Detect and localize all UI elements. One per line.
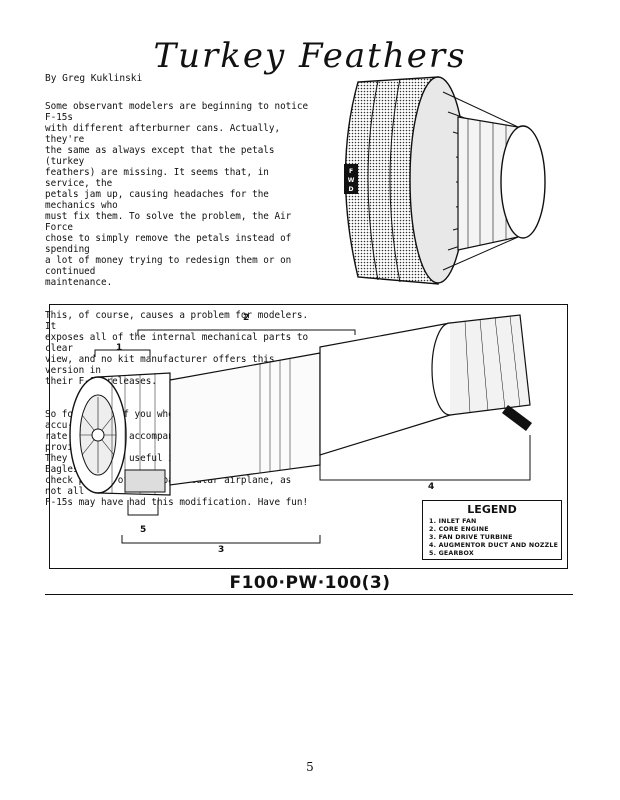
legend-item: 4. AUGMENTOR DUCT AND NOZZLE	[429, 542, 559, 549]
legend-title: LEGEND	[467, 503, 517, 516]
engine-diagram: 1 2 3 4 5 LEGEND 1. INLET FAN 2. CORE EN…	[49, 304, 568, 569]
byline: By Greg Kuklinski	[45, 73, 143, 84]
divider-rule	[45, 594, 573, 595]
paragraph-1: Some observant modelers are beginning to…	[45, 101, 309, 288]
legend-item: 5. GEARBOX	[429, 550, 474, 557]
legend-list: 1. INLET FAN 2. CORE ENGINE 3. FAN DRIVE…	[429, 518, 561, 558]
legend-item: 1. INLET FAN	[429, 518, 477, 525]
callout-4: 4	[428, 482, 435, 492]
callout-2: 2	[243, 313, 250, 323]
engine-illustration	[69, 314, 532, 544]
article-title: Turkey Feathers	[153, 36, 467, 76]
callout-5: 5	[140, 525, 147, 535]
legend-item: 2. CORE ENGINE	[429, 526, 489, 533]
legend-box: LEGEND 1. INLET FAN 2. CORE ENGINE 3. FA…	[422, 500, 562, 560]
engine-caption: F100·PW·100(3)	[229, 573, 391, 593]
callout-1: 1	[116, 343, 123, 353]
article-body: Some observant modelers are beginning to…	[45, 90, 310, 530]
page-number: 5	[306, 760, 314, 774]
callout-3: 3	[218, 545, 225, 555]
legend-item: 3. FAN DRIVE TURBINE	[429, 534, 513, 541]
